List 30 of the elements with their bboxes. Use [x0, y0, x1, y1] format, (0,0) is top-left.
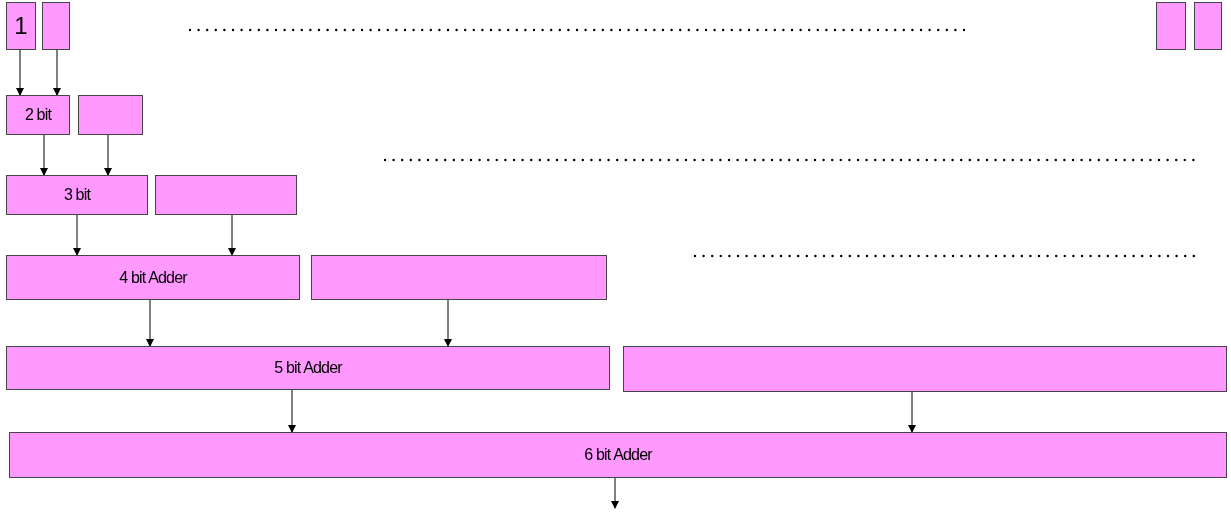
- adder-box: [6, 175, 148, 215]
- box-label: 1: [14, 12, 28, 40]
- arrow: [146, 299, 154, 347]
- arrow: [16, 49, 24, 96]
- adder-box: [6, 2, 36, 50]
- arrow: [288, 389, 296, 433]
- adder-box: [6, 255, 300, 300]
- empty-box: [155, 175, 297, 215]
- empty-box: [1194, 2, 1222, 50]
- empty-box: [42, 2, 70, 50]
- arrow: [908, 391, 916, 433]
- arrow: [444, 299, 452, 347]
- box-label: 3 bit: [63, 186, 91, 204]
- arrow: [40, 134, 48, 176]
- empty-box: [311, 255, 607, 300]
- box-label: 4 bit Adder: [119, 268, 187, 287]
- arrow: [104, 134, 112, 176]
- adder-box: [9, 432, 1227, 478]
- box-label: 5 bit Adder: [274, 359, 342, 377]
- arrow: [228, 214, 236, 256]
- adder-box: [6, 346, 610, 390]
- arrow: [611, 477, 619, 509]
- empty-box: [78, 95, 143, 135]
- box-label: 2 bit: [24, 106, 52, 124]
- arrow: [73, 214, 81, 256]
- box-label: 6 bit Adder: [584, 446, 652, 464]
- adder-box: [6, 95, 70, 135]
- arrow: [53, 49, 61, 96]
- empty-box: [1156, 2, 1186, 50]
- empty-box: [623, 346, 1227, 392]
